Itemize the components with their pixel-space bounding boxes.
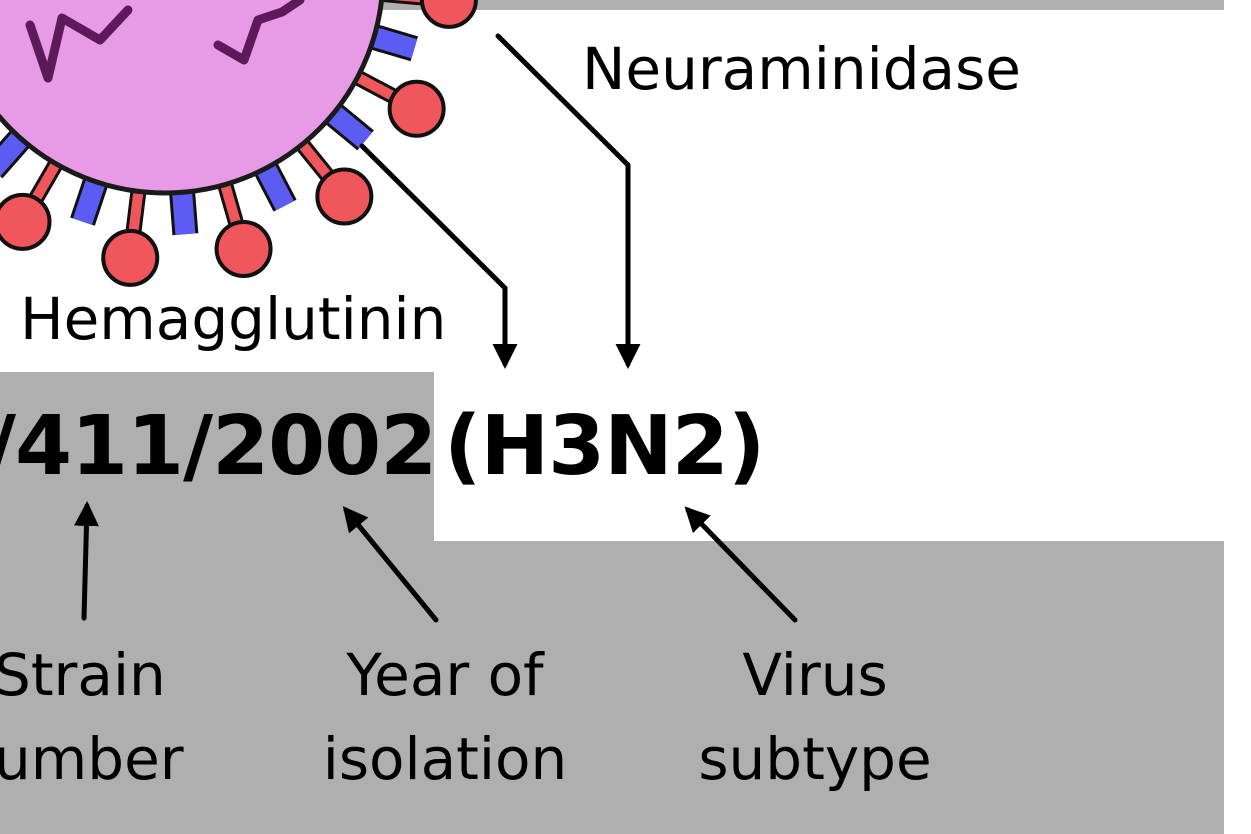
subtype-code: (H3N2) [444,399,765,494]
hemagglutinin-knob [0,192,52,251]
virus-subtype-line-2: subtype [698,725,932,793]
strain-number-line-2: umber [0,725,184,793]
strain-number-line-1: Strain [0,641,166,709]
top-gray-strip [0,0,1224,10]
year-of-isolation-line-2: isolation [322,725,568,793]
neuraminidase-label: Neuraminidase [582,35,1021,103]
left-gray-panel [0,372,434,834]
hemagglutinin-knob [101,228,160,287]
strain-code: /411/2002 [0,399,437,494]
year-of-isolation-line-1: Year of [346,641,544,709]
virus-particle-icon [0,0,478,287]
virus-subtype-line-1: Virus [742,641,888,709]
hemagglutinin-label: Hemagglutinin [20,285,447,353]
hemagglutinin-knob [315,167,374,226]
hemagglutinin-knob [214,219,273,278]
hemagglutinin-knob [419,0,478,29]
hemagglutinin-knob [387,79,446,138]
bottom-gray-panel [434,541,1224,834]
